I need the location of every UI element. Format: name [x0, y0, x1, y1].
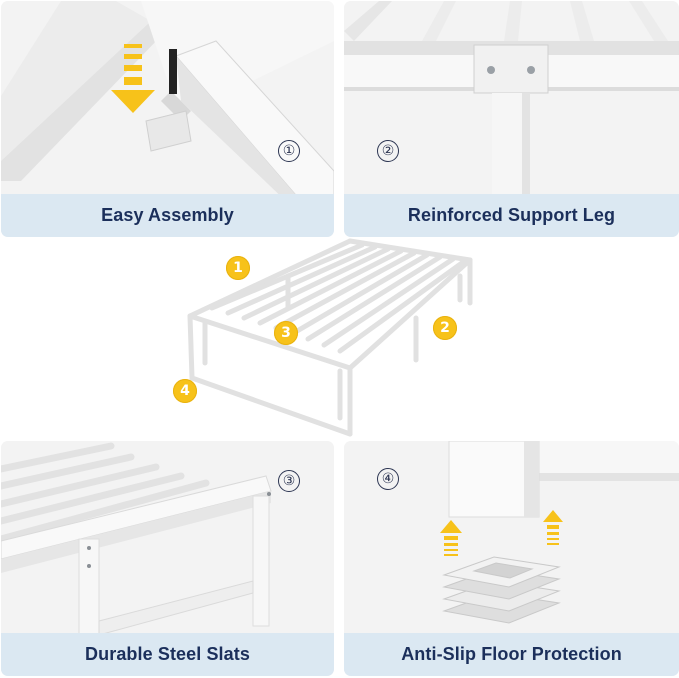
up-arrow-icon	[440, 520, 462, 556]
caption-anti-slip: Anti-Slip Floor Protection	[344, 633, 679, 676]
panel-support-leg: ② Reinforced Support Leg	[344, 1, 679, 237]
feature-badge-3: 3	[274, 321, 298, 345]
panel-anti-slip: ④ Anti-Slip Floor Protection	[344, 441, 679, 676]
bed-frame-overview: 1 2 3 4	[0, 238, 679, 440]
assembly-illustration	[1, 1, 334, 237]
panel-number: ④	[377, 468, 399, 490]
caption-support-leg: Reinforced Support Leg	[344, 194, 679, 237]
panel-easy-assembly: ① Easy Assembly	[1, 1, 334, 237]
feature-badge-1: 1	[226, 256, 250, 280]
panel-number: ②	[377, 140, 399, 162]
bed-frame-illustration	[187, 238, 473, 437]
up-arrow-icon	[543, 510, 563, 545]
panel-steel-slats: ③ Durable Steel Slats	[1, 441, 334, 676]
panel-number: ③	[278, 470, 300, 492]
panel-number: ①	[278, 140, 300, 162]
caption-steel-slats: Durable Steel Slats	[1, 633, 334, 676]
caption-easy-assembly: Easy Assembly	[1, 194, 334, 237]
feature-badge-4: 4	[173, 379, 197, 403]
feature-badge-2: 2	[433, 316, 457, 340]
down-arrow-icon	[111, 44, 155, 113]
